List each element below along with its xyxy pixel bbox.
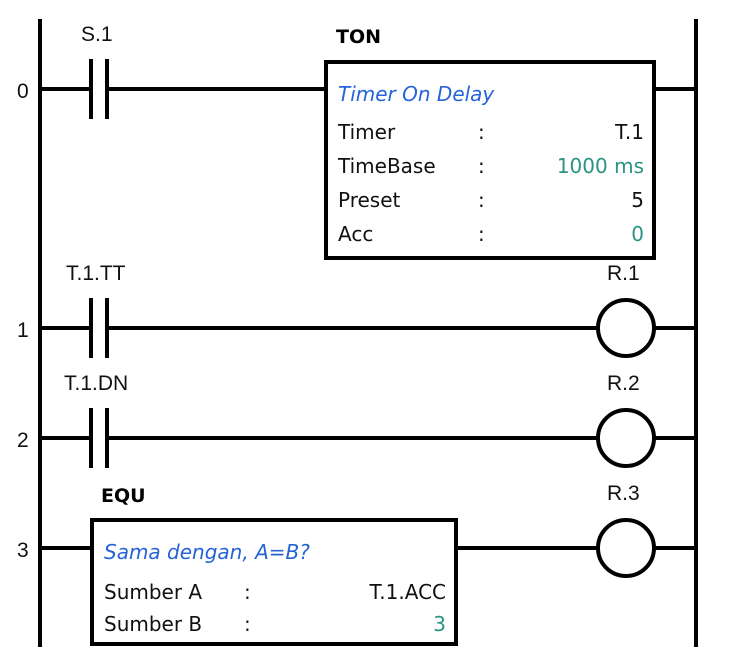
rung-2 <box>40 408 696 468</box>
rung-3 <box>40 518 696 578</box>
field-value: 0 <box>631 222 644 246</box>
field-separator: : <box>478 154 485 178</box>
ton-field-timebase: TimeBase : 1000 ms <box>338 154 644 178</box>
equ-block-title: EQU <box>101 485 146 507</box>
coil-r2[interactable] <box>596 408 656 468</box>
equ-field-source-a: Sumber A : T.1.ACC <box>104 580 446 604</box>
field-key: Preset <box>338 188 401 212</box>
rung-number-1: 1 <box>17 319 29 342</box>
field-separator: : <box>478 222 485 246</box>
contact-label-t1-dn: T.1.DN <box>64 372 129 395</box>
field-key: TimeBase <box>338 154 436 178</box>
field-separator: : <box>478 188 485 212</box>
ton-field-acc: Acc : 0 <box>338 222 644 246</box>
rung-0 <box>40 59 696 119</box>
equ-block-description: Sama dengan, A=B? <box>104 540 310 564</box>
field-separator: : <box>244 612 251 636</box>
field-key: Sumber B <box>104 612 203 636</box>
contact-label-t1-tt: T.1.TT <box>66 262 126 285</box>
field-separator: : <box>244 580 251 604</box>
field-value: T.1.ACC <box>369 580 446 604</box>
contact-t1-dn[interactable] <box>89 408 109 468</box>
equ-block[interactable]: Sama dengan, A=B? Sumber A : T.1.ACC Sum… <box>90 518 458 646</box>
field-value: 5 <box>631 188 644 212</box>
coil-label-r2: R.2 <box>607 372 640 395</box>
ton-field-timer: Timer : T.1 <box>338 120 644 144</box>
contact-s1[interactable] <box>89 59 109 119</box>
coil-r1[interactable] <box>596 298 656 358</box>
contact-t1-tt[interactable] <box>89 298 109 358</box>
rung-1 <box>40 298 696 358</box>
field-key: Sumber A <box>104 580 203 604</box>
field-separator: : <box>478 120 485 144</box>
coil-label-r1: R.1 <box>607 262 640 285</box>
ton-block-description: Timer On Delay <box>338 82 495 106</box>
rung-number-2: 2 <box>17 429 29 452</box>
rung-number-0: 0 <box>17 80 29 103</box>
coil-label-r3: R.3 <box>607 482 640 505</box>
field-key: Timer <box>338 120 396 144</box>
field-value: T.1 <box>615 120 644 144</box>
ton-block-title: TON <box>336 26 382 48</box>
field-value: 1000 ms <box>556 154 644 178</box>
contact-label-s1: S.1 <box>81 23 113 46</box>
equ-field-source-b: Sumber B : 3 <box>104 612 446 636</box>
field-value: 3 <box>433 612 446 636</box>
coil-r3[interactable] <box>596 518 656 578</box>
ton-block[interactable]: Timer On Delay Timer : T.1 TimeBase : 10… <box>324 60 656 260</box>
ton-field-preset: Preset : 5 <box>338 188 644 212</box>
rung-number-3: 3 <box>17 539 29 562</box>
field-key: Acc <box>338 222 374 246</box>
